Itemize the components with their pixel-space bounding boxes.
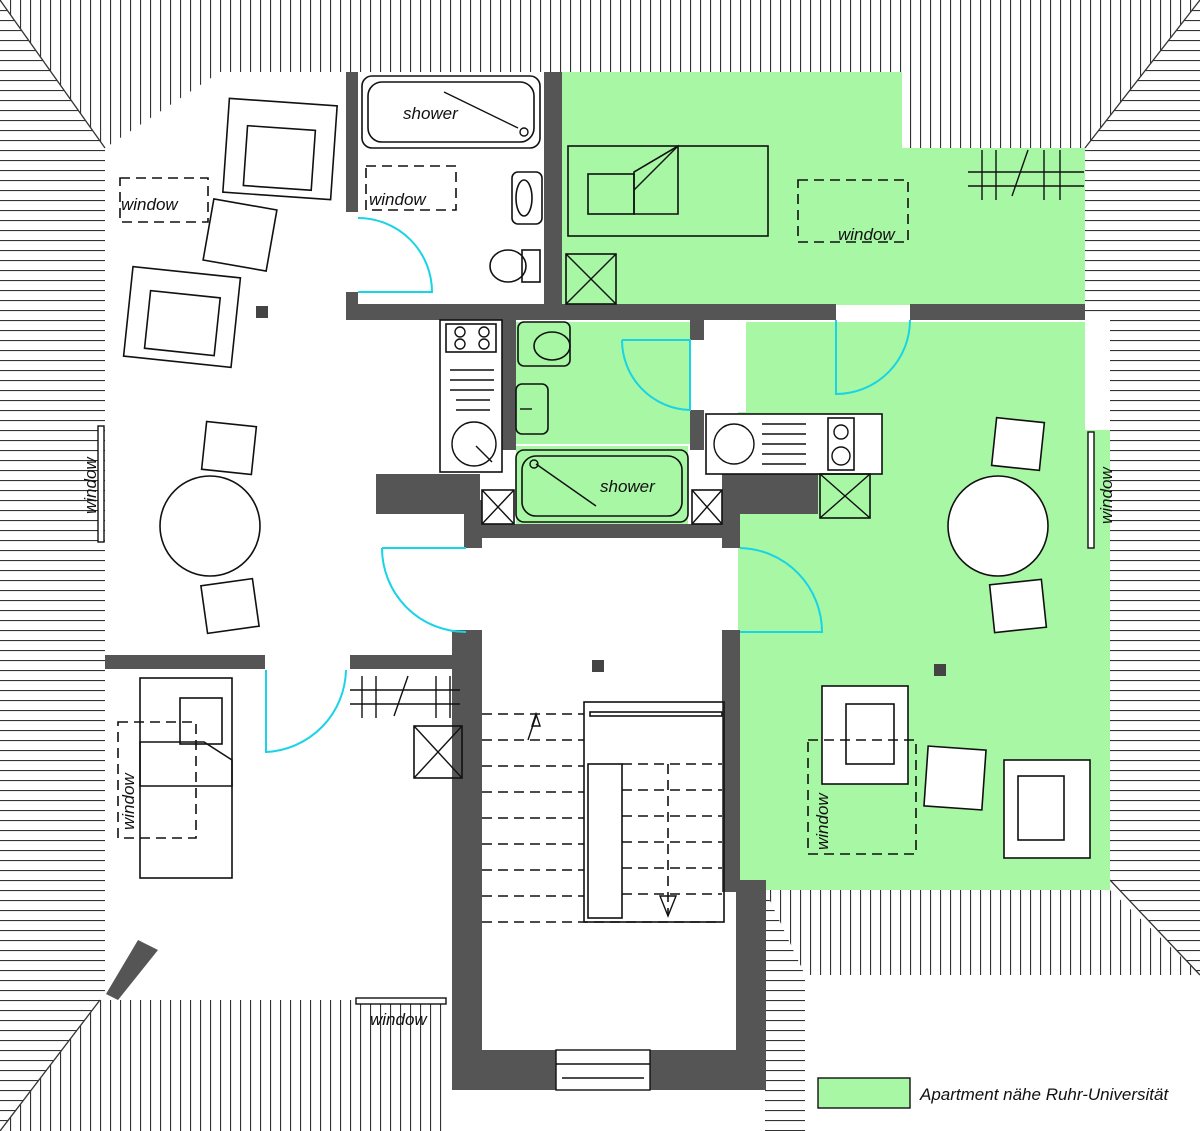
label-shower-top: shower (403, 104, 459, 123)
label-window-top-right: window (838, 225, 896, 244)
label-window-left: window (81, 456, 100, 514)
living-room-right (807, 416, 1095, 859)
kitchenette-left (439, 319, 503, 473)
room-labels: shower window window window shower windo… (81, 104, 1116, 1029)
legend: Apartment nähe Ruhr-Universität (817, 1077, 1169, 1109)
label-window-lower-right: window (813, 792, 832, 850)
label-window-top-left: window (121, 195, 179, 214)
bathroom-center (481, 321, 723, 525)
label-window-bottom: window (370, 1010, 428, 1029)
label-window-bath-top: window (369, 190, 427, 209)
bedroom-top-right (565, 144, 1084, 305)
walls (105, 72, 1085, 1091)
doors (265, 217, 911, 754)
label-window-right: window (1097, 466, 1116, 524)
living-room-left (97, 97, 339, 635)
bathroom-top (361, 75, 543, 283)
bedroom-lower-left (117, 675, 463, 1005)
label-shower-mid: shower (600, 477, 656, 496)
legend-swatch (817, 1077, 911, 1109)
staircase (482, 660, 725, 923)
legend-label: Apartment nähe Ruhr-Universität (919, 1085, 1169, 1104)
label-window-lower-left: window (119, 772, 138, 830)
kitchenette-right (705, 413, 883, 519)
